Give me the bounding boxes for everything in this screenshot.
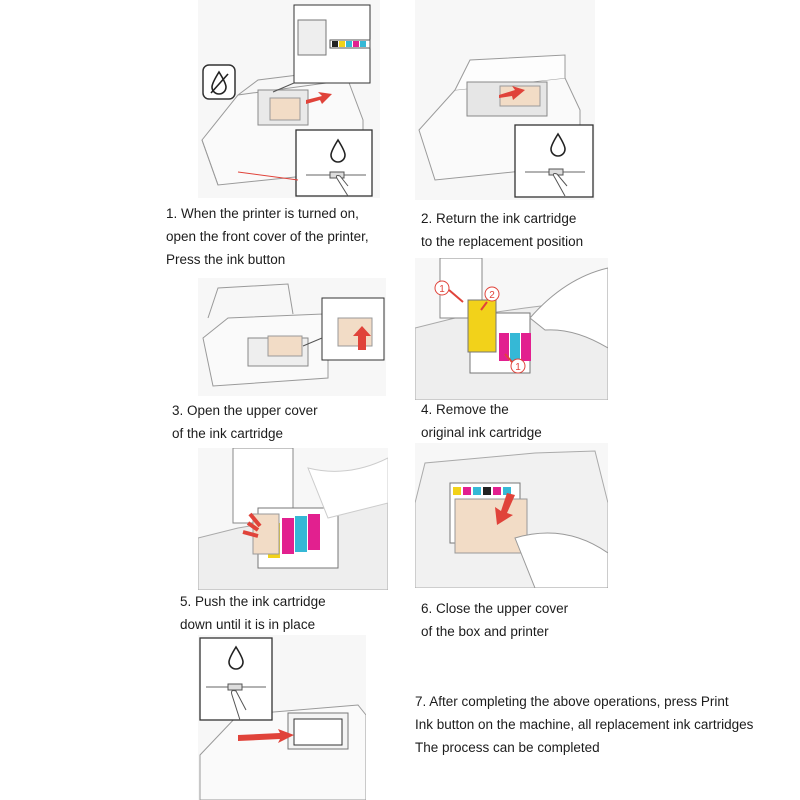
ink-button-zoom <box>295 129 373 197</box>
step-7-caption: 7. After completing the above operations… <box>415 690 753 759</box>
step-5-illustration <box>198 448 388 590</box>
ink-button-zoom <box>199 637 273 721</box>
ink-drop-icon <box>330 138 346 163</box>
red-arrow-icon <box>499 86 525 100</box>
caption-line: original ink cartridge <box>421 425 542 440</box>
caption-line: 2. Return the ink cartridge <box>421 211 577 226</box>
caption-line: 3. Open the upper cover <box>172 403 318 418</box>
callout-1b: 1 <box>515 362 521 373</box>
caption-line: 4. Remove the <box>421 402 509 417</box>
ink-drop-icon <box>550 132 566 157</box>
step-3-illustration <box>198 278 386 396</box>
step-7-illustration <box>198 635 366 800</box>
caption-line: to the replacement position <box>421 234 584 249</box>
ink-button-zoom <box>514 124 594 198</box>
step-6-illustration <box>415 443 608 588</box>
step-1-illustration <box>198 0 380 198</box>
caption-line: open the front cover of the printer, <box>166 229 369 244</box>
caption-line: Press the ink button <box>166 252 286 267</box>
red-arrow-icon <box>306 92 332 104</box>
red-arrow-icon <box>238 729 294 743</box>
step-1-caption: 1. When the printer is turned on, open t… <box>166 202 369 271</box>
step-5-caption: 5. Push the ink cartridge down until it … <box>180 590 326 636</box>
caption-line: The process can be completed <box>415 740 600 755</box>
press-finger-icon <box>335 175 349 197</box>
callout-2: 2 <box>489 290 495 301</box>
caption-line: 1. When the printer is turned on, <box>166 206 359 221</box>
ink-drop-icon <box>228 645 244 670</box>
caption-line: Ink button on the machine, all replaceme… <box>415 717 754 732</box>
step-6-caption: 6. Close the upper cover of the box and … <box>421 597 568 643</box>
step-4-illustration: 1 2 1 <box>415 258 608 400</box>
red-arrow-icon <box>353 326 371 350</box>
step-4-caption: 4. Remove the original ink cartridge <box>421 398 542 444</box>
press-finger-icon <box>552 173 568 197</box>
caption-line: down until it is in place <box>180 617 316 632</box>
caption-line: of the box and printer <box>421 624 549 639</box>
caption-line: of the ink cartridge <box>172 426 284 441</box>
step-2-caption: 2. Return the ink cartridge to the repla… <box>421 207 583 253</box>
caption-line: 5. Push the ink cartridge <box>180 594 326 609</box>
callout-1: 1 <box>439 284 445 295</box>
no-ink-icon <box>202 64 236 100</box>
caption-line: 7. After completing the above operations… <box>415 694 729 709</box>
caption-line: 6. Close the upper cover <box>421 601 569 616</box>
red-arrow-icon <box>495 493 515 525</box>
step-3-caption: 3. Open the upper cover of the ink cartr… <box>172 399 318 445</box>
step-2-illustration <box>415 0 595 200</box>
printer-front-cover-figure <box>201 4 373 197</box>
press-finger-icon <box>231 690 247 721</box>
